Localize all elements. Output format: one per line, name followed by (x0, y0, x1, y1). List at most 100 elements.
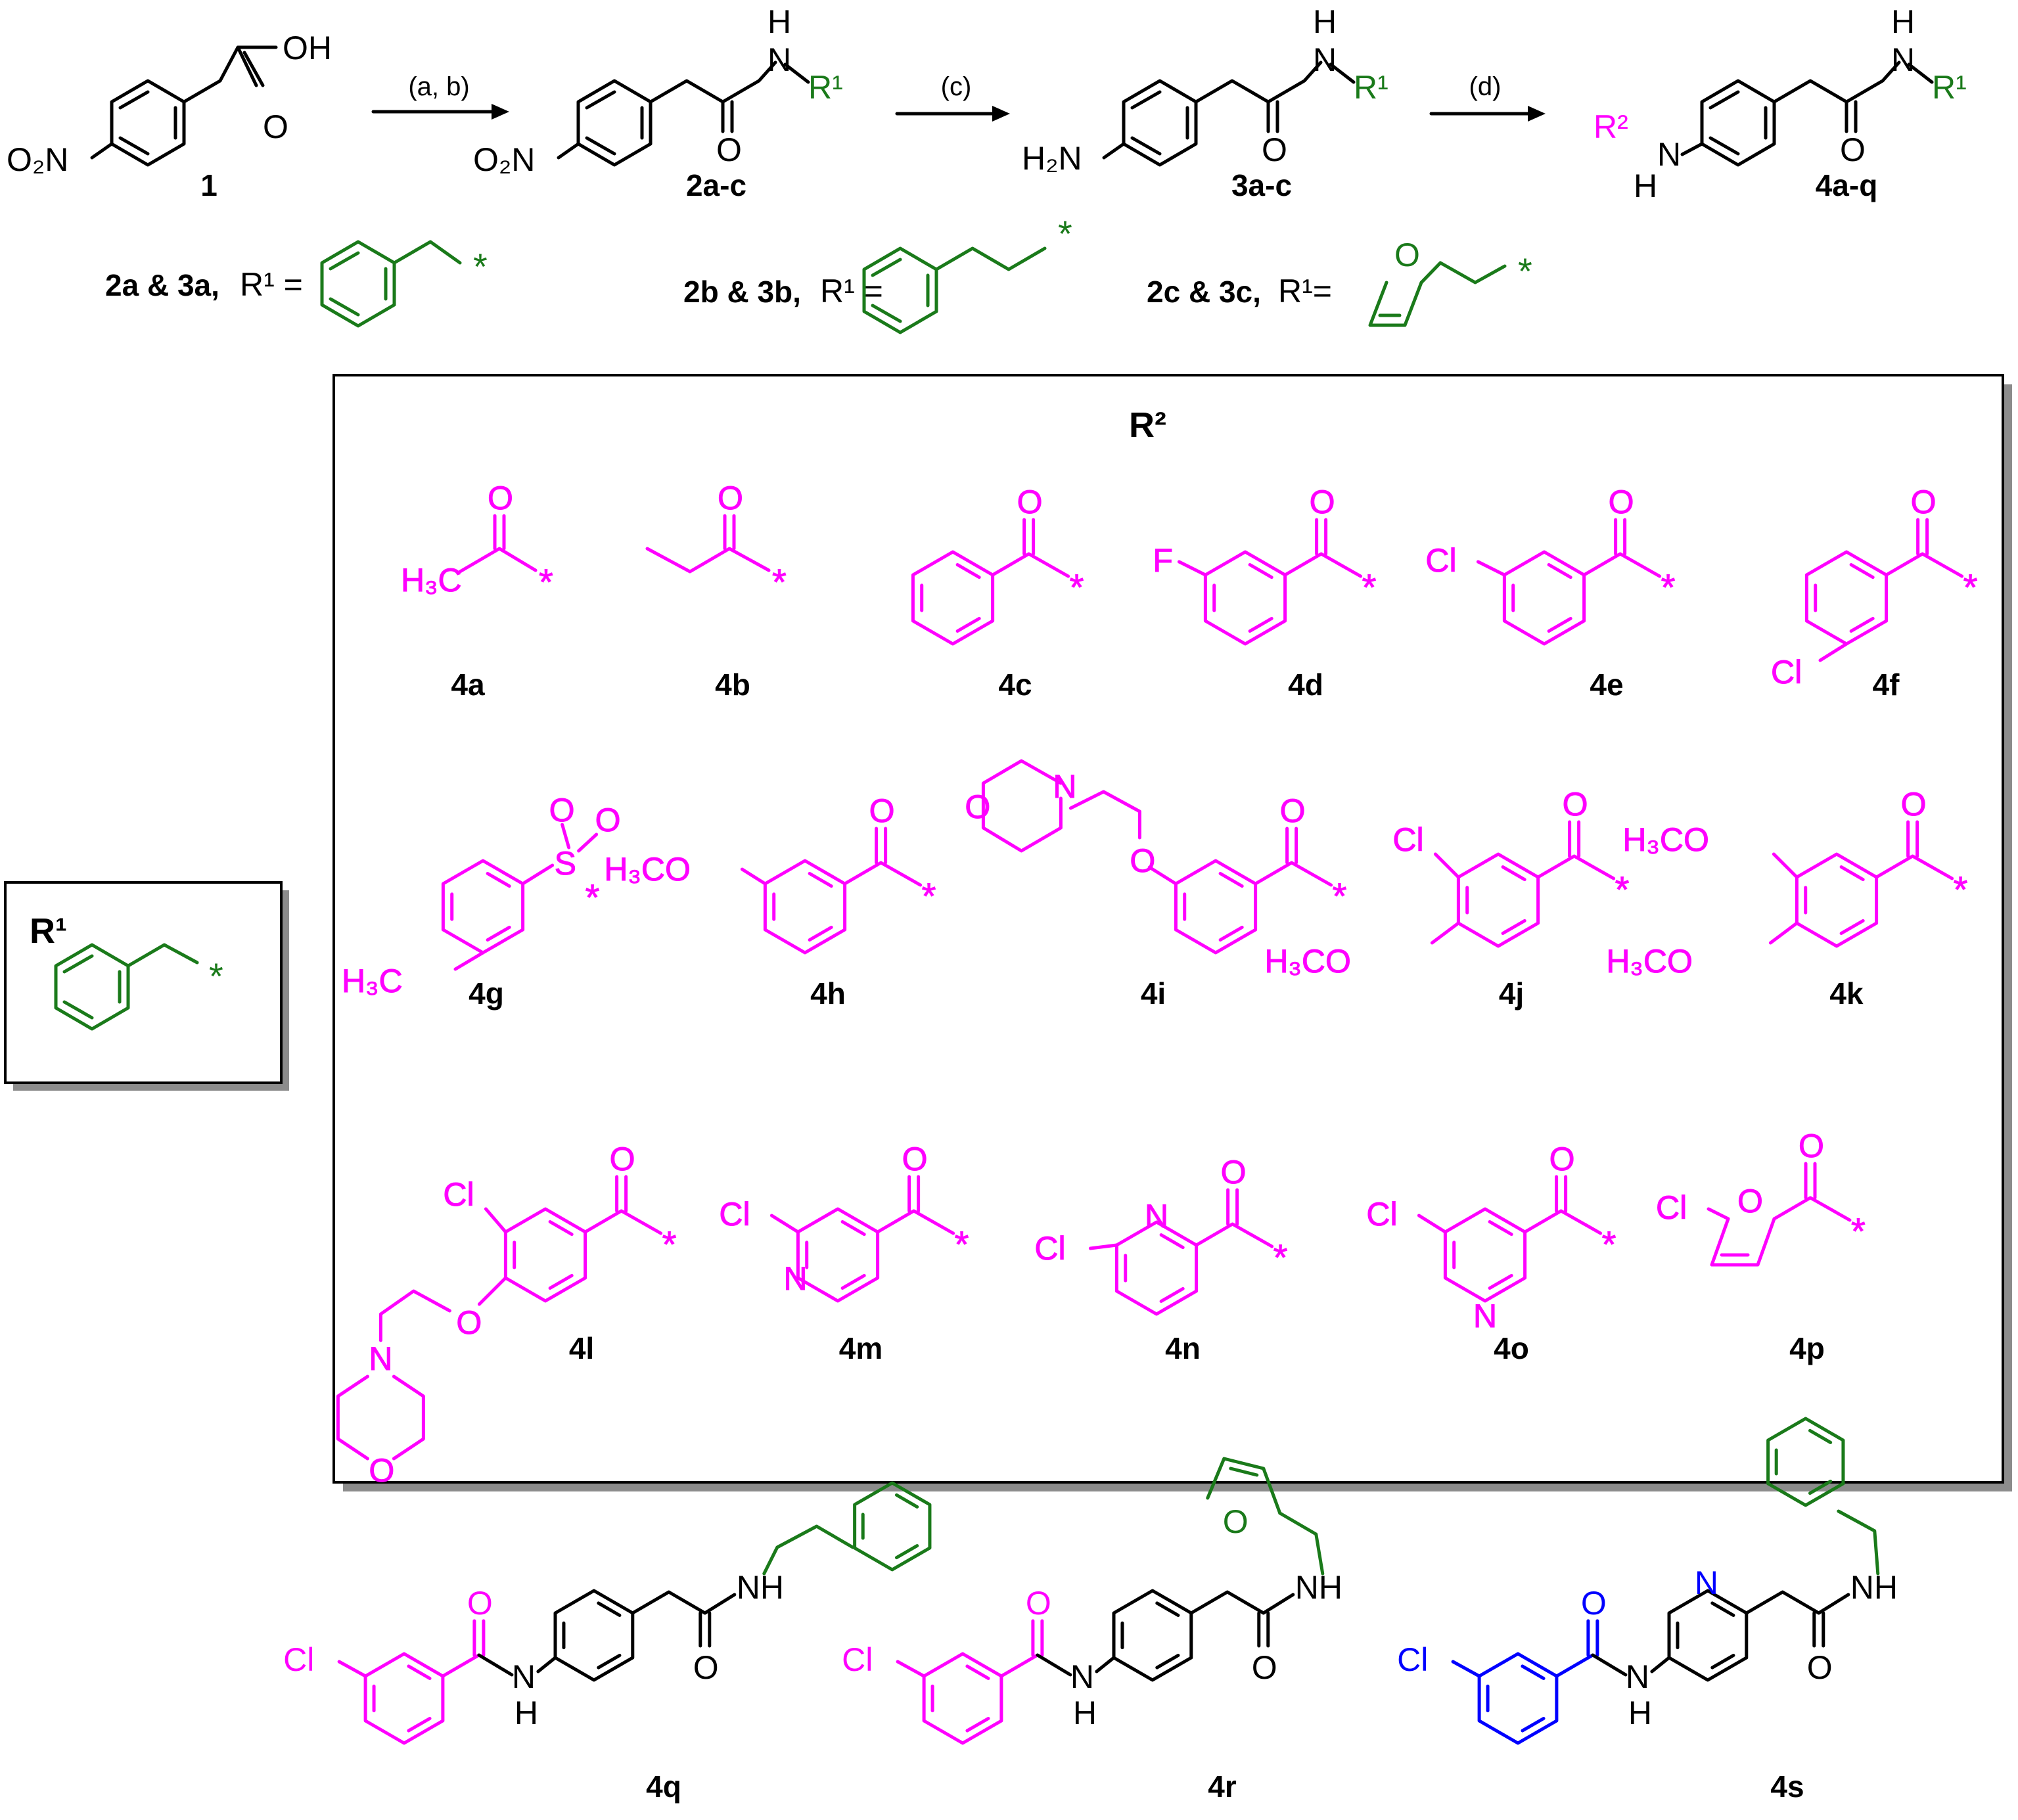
carbonyl-o-label: O (1280, 792, 1306, 829)
label-4e: 4e (1590, 668, 1623, 702)
amide-n-label: N (1891, 41, 1915, 78)
substituent-bond (1772, 852, 1799, 879)
amide-h-label: H (768, 3, 791, 40)
r2-row3-labels: 4l 4m 4n 4o 4p (569, 1331, 1825, 1365)
top-reaction-text: OH O O₂N 1 (a, b) H N R¹ O O₂N 2a-c (c) … (7, 3, 1967, 204)
aryl-bond (1095, 1656, 1116, 1673)
substituent-bond (1417, 1214, 1447, 1234)
double-bond (1155, 1654, 1180, 1670)
double-bond (1547, 616, 1572, 633)
hydroxyl-label: OH (283, 30, 332, 66)
acyl-bond (999, 1653, 1040, 1678)
double-bond (548, 1219, 574, 1237)
aniline-n-label: N (1657, 136, 1681, 173)
amide-n-label: N (768, 41, 791, 78)
carbonyl-o-label: O (1807, 1649, 1833, 1686)
r1-definitions: 2a & 3a, R¹ = * 2b & 3b, R¹ = * 2c & 3c,… (105, 213, 1532, 334)
carbonyl-bond (1022, 518, 1036, 556)
ethyl-linker (378, 1289, 451, 1342)
carbonyl-o-label: O (869, 792, 895, 829)
carbonyl-bond (1568, 820, 1581, 858)
attachment-star: * (1661, 566, 1676, 608)
benzyl-structure (320, 240, 462, 328)
carbonyl-o-label: O (1901, 786, 1927, 823)
carbonyl-bond (1285, 827, 1298, 865)
condition-d: (d) (1469, 72, 1502, 101)
nitro-label: O₂N (473, 141, 535, 178)
acetamide-bond (1189, 1590, 1266, 1615)
carbonyl-bond (1906, 820, 1919, 858)
label-4f: 4f (1873, 668, 1900, 702)
methylene-bond (1837, 1509, 1880, 1576)
substituent-bond (1476, 560, 1506, 577)
substituent-bond (1707, 1207, 1730, 1221)
acyl-bond (441, 1653, 481, 1678)
attachment-star: * (1602, 1223, 1617, 1265)
acyl-bond (1536, 854, 1616, 880)
substituent-bond (1768, 921, 1799, 945)
acyl-bond (458, 547, 538, 574)
label-4s: 4s (1770, 1769, 1804, 1804)
amide-n-label: N (512, 1658, 536, 1695)
r1-def-b-label: 2b & 3b, (683, 275, 801, 309)
chloro-label: Cl (1771, 654, 1802, 691)
attachment-star: * (473, 246, 488, 287)
acyl-bond (1254, 861, 1333, 887)
attachment-star: * (1362, 566, 1377, 608)
benzene-ring (1477, 1652, 1559, 1745)
r2-row2-labels: 4g 4h 4i 4j 4k (469, 976, 1864, 1011)
label-4d: 4d (1288, 668, 1323, 702)
acyl-bond (1875, 854, 1954, 880)
ether-bond (1147, 865, 1178, 886)
acyl-bond (645, 547, 771, 574)
double-bond (1839, 865, 1865, 882)
label-4k: 4k (1829, 976, 1864, 1011)
carbonyl-o-label: O (693, 1649, 719, 1686)
methoxy-label: H₃CO (1606, 943, 1692, 980)
pyridine-n-label: N (1695, 1564, 1718, 1601)
r2-box: R² (333, 374, 2012, 1491)
carbonyl-o-label: O (1911, 484, 1937, 520)
r1-def-c-label: 2c & 3c, (1147, 275, 1261, 309)
carbonyl-bond (1315, 518, 1328, 556)
sulfonyl-o-label: O (549, 792, 575, 829)
attachment-star: * (1273, 1237, 1288, 1278)
label-4r: 4r (1208, 1769, 1237, 1804)
furan-ring (1206, 1457, 1282, 1515)
acyl-bond (1582, 552, 1662, 578)
carbonyl-bond (1804, 1162, 1817, 1200)
substituent-bond (896, 1660, 926, 1678)
methyl-label: H₃C (401, 562, 462, 599)
chloro-label: Cl (842, 1641, 873, 1678)
methoxy-label: H₃CO (1264, 943, 1350, 980)
ether-bond (477, 1276, 507, 1306)
carbonyl-o-label: O (1840, 131, 1866, 168)
furan-ring (1710, 1217, 1776, 1267)
label-4j: 4j (1499, 976, 1524, 1011)
carbonyl-o-label: O (263, 108, 288, 145)
double-bond (965, 1717, 990, 1733)
carbonyl-o-label: O (1549, 1141, 1575, 1177)
label-4b: 4b (715, 668, 750, 702)
carbonyl-o-label: O (1221, 1154, 1247, 1191)
pyridine-n-label: N (783, 1260, 807, 1297)
label-4i: 4i (1141, 976, 1166, 1011)
methoxy-label: H₃CO (1622, 821, 1708, 858)
substituent-bond (1177, 560, 1207, 577)
carbonyl-o-label: O (610, 1141, 635, 1177)
double-bond (955, 616, 981, 633)
amide-nh-label: NH (1850, 1569, 1898, 1606)
acyl-bond (1283, 552, 1363, 578)
substituent-bond (337, 1660, 367, 1678)
carbonyl-o-label: O (488, 480, 513, 516)
acyl-bond (991, 552, 1070, 578)
double-bond (1488, 1219, 1513, 1237)
compound-4-label: 4a-q (1816, 168, 1878, 202)
attachment-star: * (1615, 869, 1630, 910)
double-bond (894, 1544, 919, 1560)
furan-o-label: O (1223, 1503, 1249, 1540)
attachment-star: * (1070, 566, 1084, 608)
double-bond (1808, 1480, 1833, 1495)
